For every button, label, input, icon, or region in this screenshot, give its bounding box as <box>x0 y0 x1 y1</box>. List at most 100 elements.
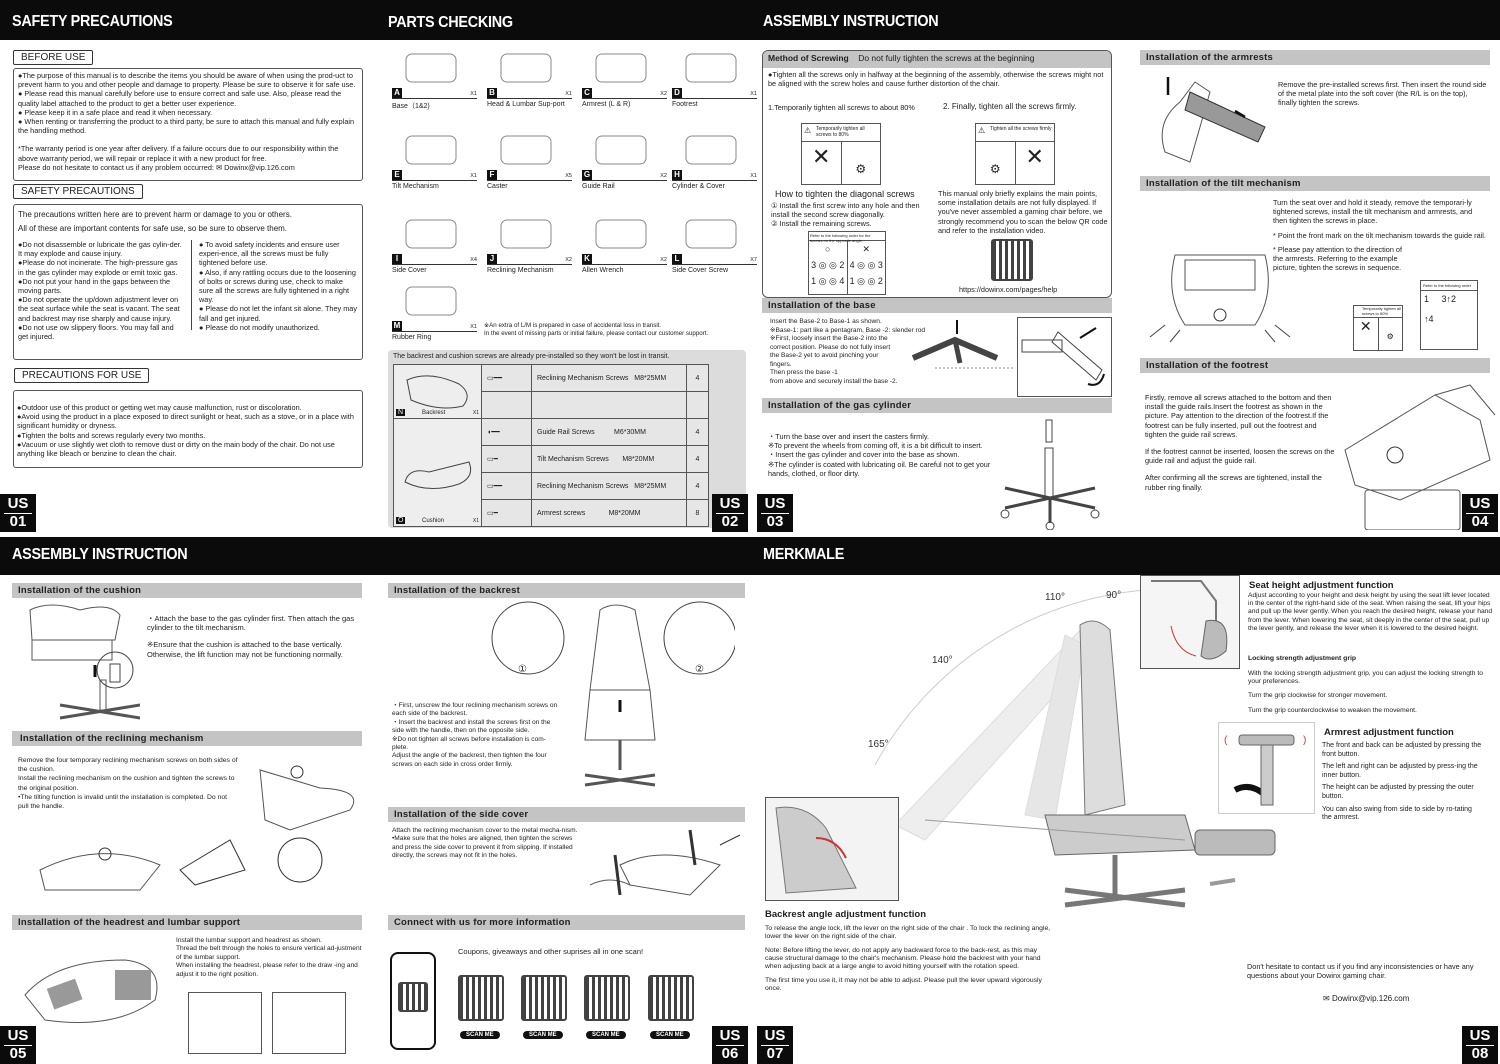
instruction-line: After confirming all the screws are tigh… <box>1145 473 1322 492</box>
part-name: Backrest <box>422 410 446 416</box>
seat-feature-title: Seat height adjustment function <box>1249 580 1394 591</box>
mail-icon: ✉ <box>215 162 223 172</box>
page-title: ASSEMBLY INSTRUCTION <box>12 546 188 563</box>
cushion-diagram <box>29 604 140 720</box>
instruction-line: Install the lumbar support and headrest … <box>176 937 322 944</box>
paragraph: ●Do not use ow slippery floors. You may … <box>18 322 174 342</box>
contact-email[interactable]: Dowinx@vip.126.com <box>224 162 295 172</box>
part-qty: X7 <box>750 257 757 263</box>
angle-label: 165° <box>868 739 889 750</box>
armrest-feature-title: Armrest adjustment function <box>1324 727 1454 738</box>
screw-icon: ⚙ <box>976 142 1016 185</box>
part-illustration <box>582 48 667 88</box>
cylinder-detail-diagram <box>96 651 134 689</box>
safety-box: The precautions written here are to prev… <box>13 204 363 360</box>
feature-line: The front and back can be adjusted by pr… <box>1322 742 1482 758</box>
part-qty: X2 <box>660 257 667 263</box>
feature-line: You can also swing from side to side by … <box>1322 805 1472 822</box>
help-url[interactable]: https://dowinx.com/pages/help <box>959 285 1058 294</box>
part-illustration <box>392 130 477 170</box>
warning-diagram-1: ⚠Temporarily tighten all screws to 80% ✕… <box>801 123 881 185</box>
screw-name: Armrest screws M8*20MM <box>531 499 687 527</box>
parts-note: In the event of missing parts or initial… <box>484 330 709 337</box>
paragraph: ●Do not put your hand in the gaps betwee… <box>18 276 171 296</box>
feature-line: Turn the grip counterclockwise to weaken… <box>1248 706 1417 714</box>
part-qty: X2 <box>565 257 572 263</box>
headrest-detail-1 <box>188 992 262 1054</box>
paragraph: ●The purpose of this manual is to descri… <box>18 71 356 90</box>
qr-code[interactable] <box>521 975 567 1021</box>
part-letter: G <box>582 170 592 180</box>
screw-icon: ▭━━ <box>481 472 532 500</box>
instruction-line: ・Insert the backrest and install the scr… <box>392 718 551 735</box>
section-header-armrests: Installation of the armrests <box>1140 50 1490 65</box>
scan-me-badge: SCAN ME <box>650 1031 690 1039</box>
instruction-line: Insert the Base-2 to Base-1 as shown. <box>770 318 882 325</box>
section-header-side-cover: Installation of the side cover <box>388 807 745 822</box>
screw-order-diagram: Refer to the following order for the scr… <box>808 231 886 295</box>
part-qty: X1 <box>470 324 477 330</box>
part-illustration <box>672 214 757 254</box>
qr-code[interactable] <box>991 239 1033 281</box>
part-letter: B <box>487 88 497 98</box>
feature-line: To release the angle lock, lift the leve… <box>765 925 1051 940</box>
cushion-icon <box>404 460 472 489</box>
part-qty: X2 <box>660 91 667 97</box>
part-letter: I <box>392 254 402 264</box>
part-name: Side Cover <box>392 267 427 274</box>
scan-me-badge: SCAN ME <box>523 1031 563 1039</box>
part-illustration <box>582 214 667 254</box>
qr-code[interactable] <box>648 975 694 1021</box>
paragraph: ● Also, if any rattling occurs due to th… <box>199 267 356 305</box>
paragraph: ● To avoid safety incidents and ensure u… <box>199 240 340 268</box>
base-diagram <box>911 320 1015 369</box>
qr-code[interactable] <box>458 975 504 1021</box>
phone-icon <box>390 952 436 1050</box>
precautions-use-label: PRECAUTIONS FOR USE <box>14 368 150 383</box>
instruction-line: Remove the four temporary reclining mech… <box>18 757 238 774</box>
feature-line: Turn the grip clockwise for stronger mov… <box>1248 692 1388 700</box>
section-header-backrest: Installation of the backrest <box>388 583 745 598</box>
locking-grip-title: Locking strength adjustment grip <box>1248 655 1357 662</box>
section-header-reclining: Installation of the reclining mechanism <box>12 731 362 746</box>
part-name: Reclining Mechanism <box>487 267 554 274</box>
armrest-diagram <box>1161 77 1266 163</box>
paragraph: ●Outdoor use of this product or getting … <box>17 403 302 412</box>
part-name: Base（1&2) <box>392 103 430 110</box>
instruction-line: ※The cylinder is coated with lubricating… <box>768 459 991 478</box>
screw-note: The backrest and cushion screws are alre… <box>393 353 670 360</box>
part-illustration <box>392 281 477 321</box>
table-row <box>394 391 709 419</box>
page-title: PARTS CHECKING <box>388 14 513 31</box>
part-letter: J <box>487 254 497 264</box>
bottom-header-bar <box>0 537 1500 575</box>
part-letter: M <box>392 321 402 331</box>
paragraph: ●Vacuum or use slightly wet cloth to rem… <box>17 439 335 459</box>
intro-line: The precautions written here are to prev… <box>18 210 292 219</box>
instruction-line: ・Insert the gas cylinder and cover into … <box>768 450 960 460</box>
qr-code[interactable] <box>584 975 630 1021</box>
part-letter: A <box>392 88 402 98</box>
paragraph: *The warranty period is one year after d… <box>18 144 339 163</box>
contact-email[interactable]: Dowinx@vip.126.com <box>1331 994 1410 1003</box>
instruction-line: When installing the headrest, please ref… <box>176 962 358 978</box>
section-header-tilt: Installation of the tilt mechanism <box>1140 176 1490 191</box>
instruction-line: ※Base-1: part like a pentagram, Base -2:… <box>770 326 926 334</box>
headrest-detail-2 <box>272 992 346 1054</box>
feature-line: With the locking strength adjustment gri… <box>1248 670 1483 686</box>
section-header-cushion: Installation of the cushion <box>12 583 362 598</box>
paragraph: ●Do not disassemble or lubricate the gas… <box>18 240 182 259</box>
